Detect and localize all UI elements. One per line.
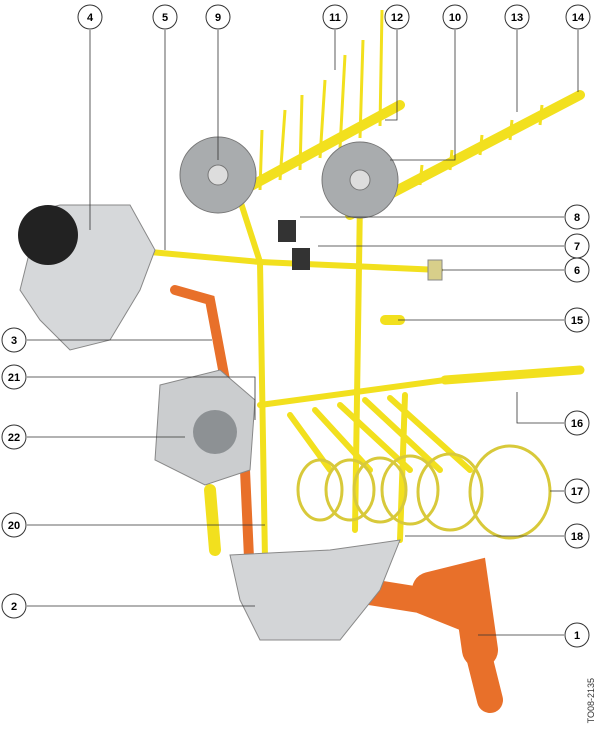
camshaft-sprockets: [179, 136, 399, 219]
callout-circle: [504, 4, 530, 30]
oil-filter-module: [18, 204, 156, 351]
leader-line-16: [516, 392, 564, 424]
callout-number: 14: [572, 12, 585, 24]
callout-number: 20: [8, 520, 20, 532]
callout-circle: [564, 307, 590, 333]
callout-2: 2: [1, 593, 27, 619]
leader-line-21: [27, 376, 256, 420]
callout-number: 8: [574, 212, 580, 224]
callout-6: 6: [564, 257, 590, 283]
callout-circle: [77, 4, 103, 30]
callout-15: 15: [564, 307, 590, 333]
callout-circle: [442, 4, 468, 30]
callout-10: 10: [442, 4, 468, 30]
callout-circle: [564, 204, 590, 230]
callout-21: 21: [1, 364, 27, 390]
callout-number: 2: [11, 601, 17, 613]
callout-9: 9: [205, 4, 231, 30]
callout-7: 7: [564, 233, 590, 259]
callout-circle: [564, 233, 590, 259]
callout-22: 22: [1, 424, 27, 450]
callout-circle: [1, 364, 27, 390]
callout-11: 11: [322, 4, 348, 30]
oil-pump: [229, 539, 401, 641]
solenoid-valves: [278, 220, 443, 281]
callout-5: 5: [152, 4, 178, 30]
callout-13: 13: [504, 4, 530, 30]
callout-circle: [564, 622, 590, 648]
callout-number: 12: [391, 12, 403, 24]
callout-number: 5: [162, 12, 168, 24]
callout-number: 11: [329, 12, 341, 24]
callout-circle: [565, 4, 591, 30]
callout-circle: [564, 523, 590, 549]
callout-14: 14: [565, 4, 591, 30]
callout-number: 15: [571, 315, 583, 327]
callout-number: 1: [574, 630, 580, 642]
callout-20: 20: [1, 512, 27, 538]
callout-18: 18: [564, 523, 590, 549]
leader-line-12: [385, 30, 398, 121]
callout-circle: [152, 4, 178, 30]
callout-12: 12: [384, 4, 410, 30]
callout-number: 4: [87, 12, 94, 24]
callout-number: 16: [571, 418, 583, 430]
leader-line-10: [390, 30, 456, 161]
piston-cooling-rings: [296, 444, 552, 540]
callout-number: 13: [511, 12, 523, 24]
callout-number: 18: [571, 531, 583, 543]
vacuum-pump: [154, 369, 256, 486]
callout-circle: [1, 593, 27, 619]
callout-circle: [564, 410, 590, 436]
callout-number: 10: [449, 12, 461, 24]
callout-number: 7: [574, 241, 580, 253]
callout-number: 3: [11, 335, 17, 347]
figure-code: TO08-2135: [586, 677, 596, 723]
callout-number: 9: [215, 12, 221, 24]
callout-circle: [1, 424, 27, 450]
callout-circle: [205, 4, 231, 30]
callout-number: 6: [574, 265, 580, 277]
callout-circle: [1, 512, 27, 538]
callout-number: 21: [8, 372, 20, 384]
callout-17: 17: [564, 478, 590, 504]
callout-circle: [384, 4, 410, 30]
callout-8: 8: [564, 204, 590, 230]
callout-1: 1: [564, 622, 590, 648]
callout-circle: [564, 478, 590, 504]
callout-3: 3: [1, 327, 27, 353]
callout-circle: [1, 327, 27, 353]
callout-circle: [322, 4, 348, 30]
callout-number: 17: [571, 486, 583, 498]
callout-number: 22: [8, 432, 20, 444]
callout-16: 16: [564, 410, 590, 436]
callout-4: 4: [77, 4, 103, 30]
